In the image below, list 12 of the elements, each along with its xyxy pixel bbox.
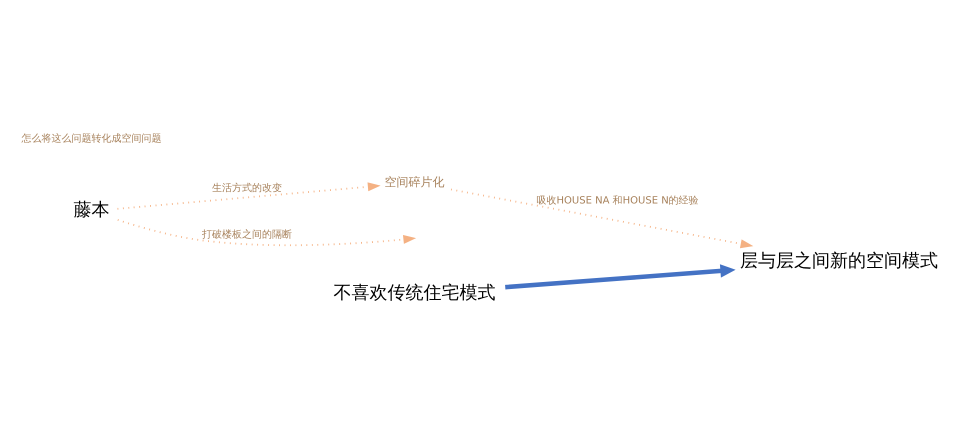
node-text: 空间碎片化 [384, 174, 444, 189]
node-text: 不喜欢传统住宅模式 [333, 282, 496, 303]
arrow [505, 264, 736, 290]
node-text: 层与层之间新的空间模式 [740, 250, 938, 272]
arrow [450, 188, 754, 248]
edge-label: 生活方式的改变 [212, 182, 282, 194]
edge-label: 打破楼板之间的隔断 [202, 229, 292, 240]
arrow [117, 219, 416, 246]
edge-label: 吸收HOUSE NA 和HOUSE N的经验 [536, 196, 699, 207]
arrow [117, 182, 381, 210]
label: 怎么将这么问题转化成空间问题 [21, 134, 162, 145]
node-text: 藤本 [73, 200, 110, 221]
